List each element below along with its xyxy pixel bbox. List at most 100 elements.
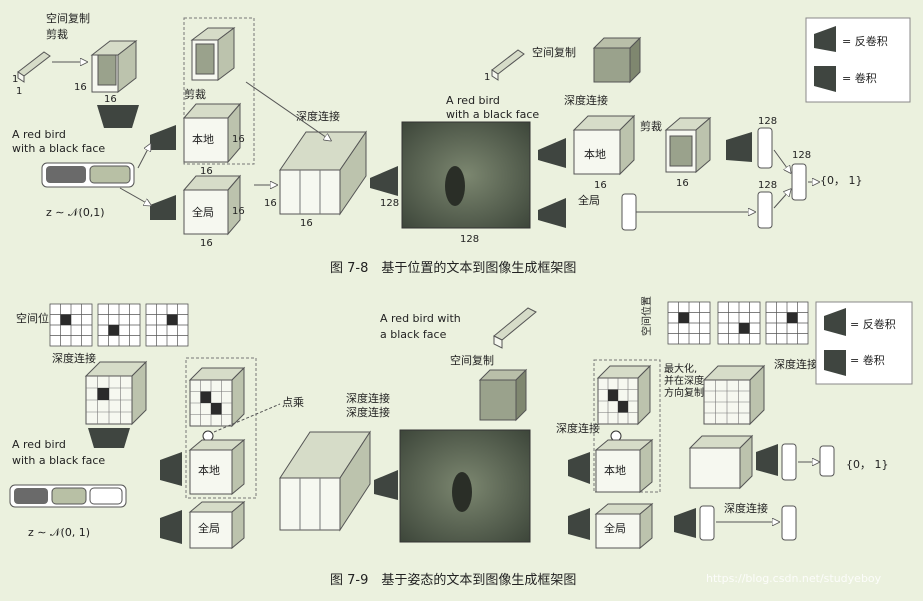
max-label: 方向复制 <box>664 386 704 399</box>
dim-label: 1 <box>12 74 18 85</box>
merged-vector <box>792 164 806 200</box>
flow-arrow <box>774 190 790 208</box>
depth-concat-label: 深度连接 <box>774 357 818 371</box>
depth-concat-label: 深度连接 <box>564 93 608 107</box>
dim-label: 128 <box>380 198 399 209</box>
spatial-copy-cube <box>480 370 526 420</box>
output-label: {0， 1} <box>820 174 863 187</box>
feature-vector <box>782 506 796 540</box>
depth-concat-label: 深度连接 <box>556 421 600 435</box>
position-grid <box>668 302 710 344</box>
bird-silhouette <box>452 472 472 512</box>
text-input-line2: a black face <box>380 328 447 341</box>
global-cube <box>184 176 240 234</box>
watermark-text: https://blog.csdn.net/studyeboy <box>706 572 882 585</box>
dim-label: 16 <box>200 166 213 177</box>
local-label: 本地 <box>192 132 214 146</box>
depth-concat-label: 深度连接 <box>52 351 96 365</box>
position-grid <box>50 304 92 346</box>
text-input-line1: A red bird <box>12 438 66 451</box>
deconv-block <box>150 125 176 150</box>
text-input-line2: with a black face <box>12 142 105 155</box>
global-label: 全局 <box>198 521 220 535</box>
flow-arrow <box>774 150 790 172</box>
depth-concat-label: 深度连接 <box>724 501 768 515</box>
dim-label: 128 <box>758 180 777 191</box>
legend-conv-label: = 卷积 <box>842 71 877 85</box>
spatial-copy-label: 空间复制 <box>532 45 576 59</box>
legend-deconv-label: = 反卷积 <box>850 317 896 331</box>
concat-cube <box>690 436 752 488</box>
deconv-block <box>374 470 398 500</box>
text-input-line1: A red bird with <box>380 312 461 325</box>
cropped-cube <box>666 118 710 172</box>
conv-block <box>756 444 778 476</box>
spatial-copy-cube <box>594 38 640 82</box>
legend-box <box>806 18 910 102</box>
global-vector <box>622 194 636 230</box>
dim-label: 16 <box>232 134 245 145</box>
text-embedding-bar <box>494 308 536 348</box>
latent-segment <box>52 488 86 504</box>
legend-deconv-label: = 反卷积 <box>842 34 888 48</box>
bird-silhouette <box>445 166 465 206</box>
feature-vector <box>758 192 772 228</box>
deconv-block <box>160 510 182 544</box>
feature-cube <box>92 41 136 92</box>
dim-label: 16 <box>676 178 689 189</box>
deconv-block <box>150 195 176 220</box>
generated-bird-image <box>402 122 530 228</box>
noise-label: z ∼ 𝒩(0,1) <box>46 206 105 219</box>
feature-vector <box>782 444 796 480</box>
figure-caption: 图 7-8 基于位置的文本到图像生成框架图 <box>330 260 576 276</box>
latent-segment <box>90 488 122 504</box>
text-embedding-bar <box>492 50 524 80</box>
feature-vector <box>758 128 772 168</box>
dim-label: 16 <box>200 238 213 249</box>
text-input-line2: with a black face <box>12 454 105 467</box>
pointwise-label: 点乘 <box>282 396 304 409</box>
dim-label: 128 <box>460 234 479 245</box>
output-label: {0， 1} <box>846 458 889 471</box>
max-replicated-cube <box>190 368 244 426</box>
conv-block <box>538 198 566 228</box>
text-input-line2: with a black face <box>446 108 539 121</box>
crop-label: 剪裁 <box>46 27 68 41</box>
flow-arrow <box>138 145 150 168</box>
legend-conv-label: = 卷积 <box>850 353 885 367</box>
dim-label: 16 <box>232 206 245 217</box>
text-embedding-bar <box>18 52 50 82</box>
global-label: 全局 <box>192 205 214 219</box>
local-label: 本地 <box>198 463 220 477</box>
position-grid <box>718 302 760 344</box>
local-label: 本地 <box>584 147 606 161</box>
crop-label: 剪裁 <box>184 87 206 101</box>
concat-cube <box>280 132 366 214</box>
dim-label: 16 <box>300 218 313 229</box>
conv-block <box>88 428 130 448</box>
text-input-line1: A red bird <box>446 94 500 107</box>
deconv-block <box>160 452 182 486</box>
merged-vector <box>820 446 834 476</box>
spatial-position-label: 空间位置 <box>640 296 653 336</box>
local-cube <box>574 116 634 174</box>
text-input-line1: A red bird <box>12 128 66 141</box>
noise-label: z ∼ 𝒩(0, 1) <box>28 526 90 539</box>
conv-block <box>568 508 590 540</box>
latent-segment <box>90 166 130 183</box>
latent-segment <box>46 166 86 183</box>
dim-label: 1 <box>484 72 490 83</box>
concat-cube <box>280 432 370 530</box>
flow-arrow <box>120 188 150 205</box>
dim-label: 128 <box>758 116 777 127</box>
depth-concat-label: 深度连接 <box>346 405 390 419</box>
conv-block <box>538 138 566 168</box>
local-label: 本地 <box>604 463 626 477</box>
position-grid <box>146 304 188 346</box>
conv-block <box>674 508 696 538</box>
position-grid <box>766 302 808 344</box>
max-label: 并在深度 <box>664 374 704 387</box>
latent-segment <box>14 488 48 504</box>
dim-label: 16 <box>594 180 607 191</box>
